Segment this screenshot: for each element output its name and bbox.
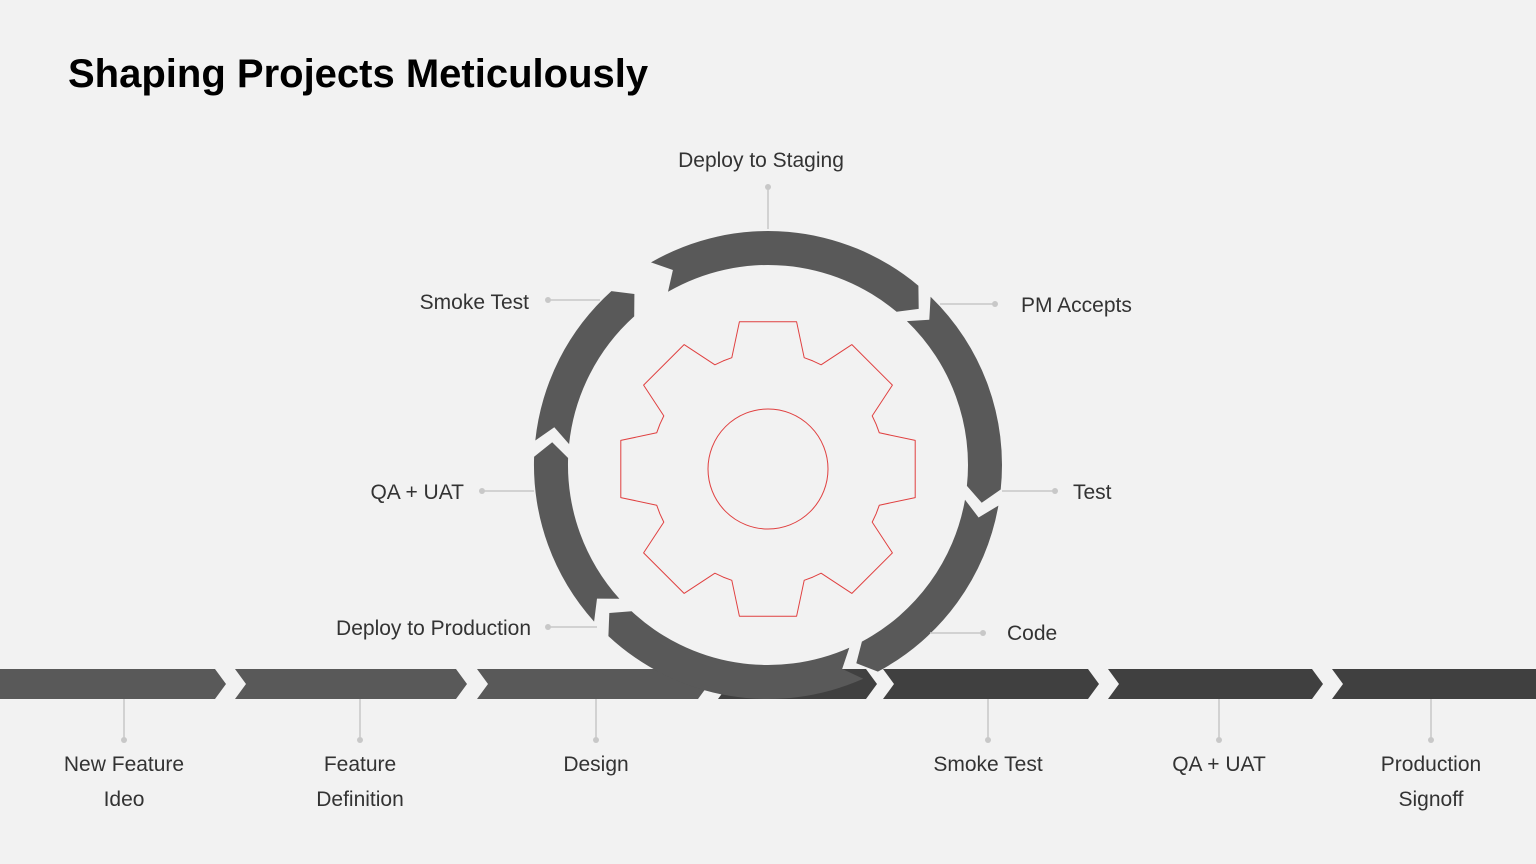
timeline-arrows (0, 669, 1536, 699)
cycle-step-label-deploy-to-production: Deploy to Production (336, 617, 531, 640)
connector-dot-pm-accepts (992, 301, 998, 307)
timeline-connector-dot-new-feature-ideo (121, 737, 127, 743)
timeline-arrow-6 (1108, 669, 1323, 699)
cycle-step-label-smoke-test: Smoke Test (420, 291, 529, 314)
timeline-label-design: Design (563, 753, 628, 776)
timeline-label-production-signoff-line1: Production (1381, 753, 1481, 776)
slide-title: Shaping Projects Meticulously (68, 52, 649, 96)
timeline-connector-dot-smoke-test (985, 737, 991, 743)
timeline-label-new-feature-line1: New Feature (64, 753, 184, 776)
timeline-arrow-1 (0, 669, 226, 699)
cycle-step-label-deploy-to-staging: Deploy to Staging (678, 149, 844, 172)
timeline-label-qa-uat: QA + UAT (1172, 753, 1266, 776)
connector-dot-code (980, 630, 986, 636)
gear-icon (620, 321, 916, 617)
cycle-step-label-pm-accepts: PM Accepts (1021, 294, 1132, 317)
cycle-step-label-qa-uat: QA + UAT (370, 481, 464, 504)
cycle-segment-1 (651, 231, 919, 312)
timeline-connectors (121, 699, 1434, 743)
connector-dot-deploy-to-production (545, 624, 551, 630)
timeline-arrow-2 (235, 669, 467, 699)
timeline-connector-dot-production-signoff (1428, 737, 1434, 743)
gear-hub (707, 408, 829, 530)
connector-dot-deploy-to-staging (765, 184, 771, 190)
timeline-label-production-signoff-line2: Signoff (1399, 788, 1464, 811)
timeline-connector-dot-feature-definition (357, 737, 363, 743)
cycle-segment-3 (856, 499, 999, 672)
timeline-label-feature-definition-line1: Feature (324, 753, 396, 776)
gear-outline (620, 321, 916, 617)
timeline-label-new-feature-line2: Ideo (104, 788, 145, 811)
timeline-label-feature-definition-line2: Definition (316, 788, 404, 811)
timeline-labels: New Feature Ideo Feature Definition Desi… (64, 753, 1481, 811)
cycle-step-label-test: Test (1073, 481, 1112, 504)
connector-dot-test (1052, 488, 1058, 494)
timeline-arrow-7 (1332, 669, 1536, 699)
timeline-connector-dot-design (593, 737, 599, 743)
cycle-step-label-code: Code (1007, 622, 1057, 645)
connector-dot-qa-uat (479, 488, 485, 494)
timeline-arrow-3 (477, 669, 709, 699)
cycle-segment-4 (608, 611, 864, 700)
cycle-ring (533, 231, 1002, 700)
connector-dot-smoke-test (545, 297, 551, 303)
cycle-segment-5 (533, 442, 620, 622)
cycle-segment-2 (906, 296, 1002, 503)
timeline-connector-dot-qa-uat (1216, 737, 1222, 743)
cycle-connectors (479, 184, 1058, 636)
timeline-arrow-5 (883, 669, 1099, 699)
cycle-labels: Deploy to Staging PM Accepts Test Code D… (336, 149, 1132, 645)
cycle-segment-6 (535, 291, 635, 445)
timeline-label-smoke-test: Smoke Test (933, 753, 1042, 776)
